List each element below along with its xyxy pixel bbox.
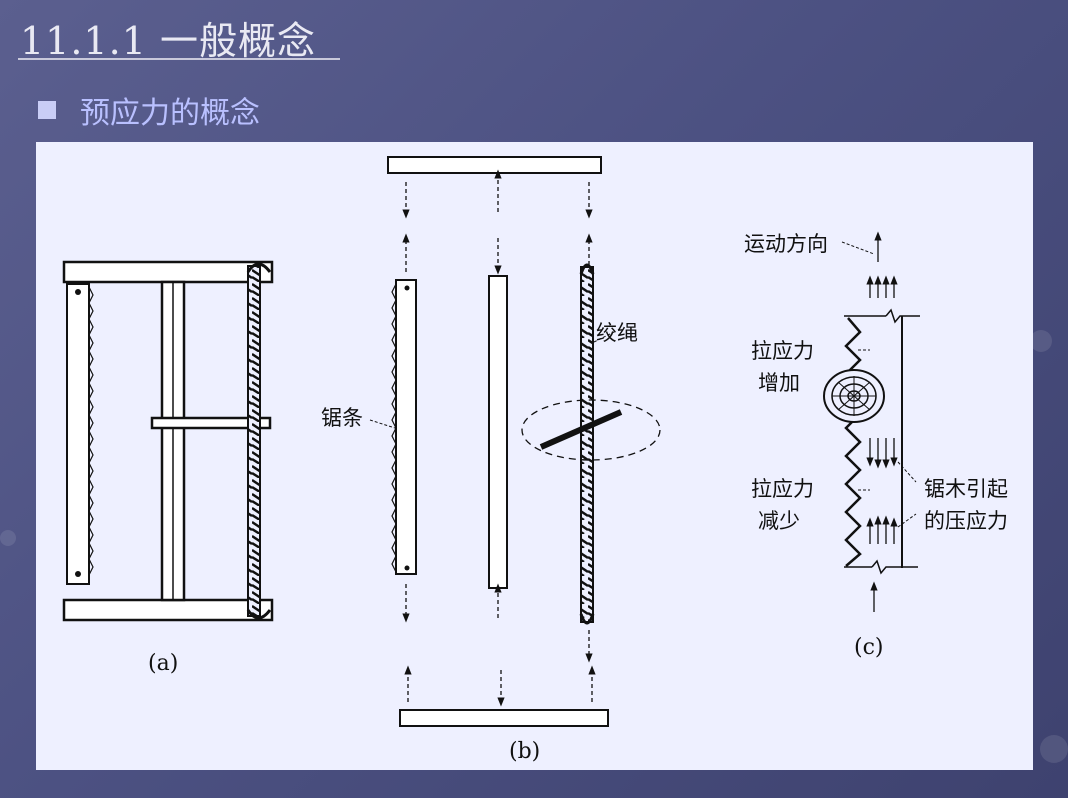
decor-circle	[1040, 735, 1068, 763]
saw-top-beam	[62, 260, 274, 284]
label-tension-increase-1: 拉应力	[751, 339, 814, 363]
stick-detail-ellipse	[521, 399, 661, 461]
saw-blade-a	[66, 283, 90, 585]
decor-circle	[1030, 330, 1052, 352]
figure-b-free-body: 锯条 绞绳 (b)	[321, 156, 661, 764]
label-compression-2: 的压应力	[924, 509, 1008, 533]
caption-b: (b)	[509, 739, 540, 764]
saw-bottom-beam	[62, 598, 274, 622]
prestress-figure: (a)	[62, 156, 1008, 764]
saw-blade-b	[395, 279, 417, 575]
figure-a-bow-saw: (a)	[62, 260, 274, 676]
saw-twisted-rope-a	[247, 265, 261, 617]
label-tension-increase-2: 增加	[758, 371, 800, 395]
label-tension-decrease-1: 拉应力	[751, 477, 814, 501]
caption-a: (a)	[148, 651, 178, 676]
slide-subtitle: 预应力的概念	[80, 96, 260, 131]
saw-teeth-zigzag	[844, 317, 862, 567]
bullet-square-icon	[38, 101, 56, 119]
saw-toggle-stick	[150, 416, 272, 430]
label-compression-1: 锯木引起	[924, 477, 1008, 501]
label-saw-blade: 锯条	[321, 406, 363, 430]
stick-b	[539, 409, 623, 450]
slide-title: 11.1.1 一般概念	[20, 19, 316, 63]
caption-c: (c)	[854, 635, 884, 660]
figure-panel: (a)	[36, 142, 1033, 770]
label-motion-direction: 运动方向	[744, 232, 828, 256]
label-tension-decrease-2: 减少	[758, 509, 800, 533]
bullet-row: 预应力的概念	[38, 90, 260, 131]
decor-circle	[0, 530, 16, 546]
figure-c-stress-detail: 运动方向 拉应力 增加 拉应力	[744, 231, 1008, 660]
label-twisted-rope: 绞绳	[596, 321, 638, 345]
title-underline	[18, 58, 340, 60]
top-beam-b	[387, 156, 602, 174]
twisted-rope-b	[580, 266, 594, 623]
center-post-b	[488, 275, 508, 589]
bottom-beam-b	[399, 709, 609, 727]
